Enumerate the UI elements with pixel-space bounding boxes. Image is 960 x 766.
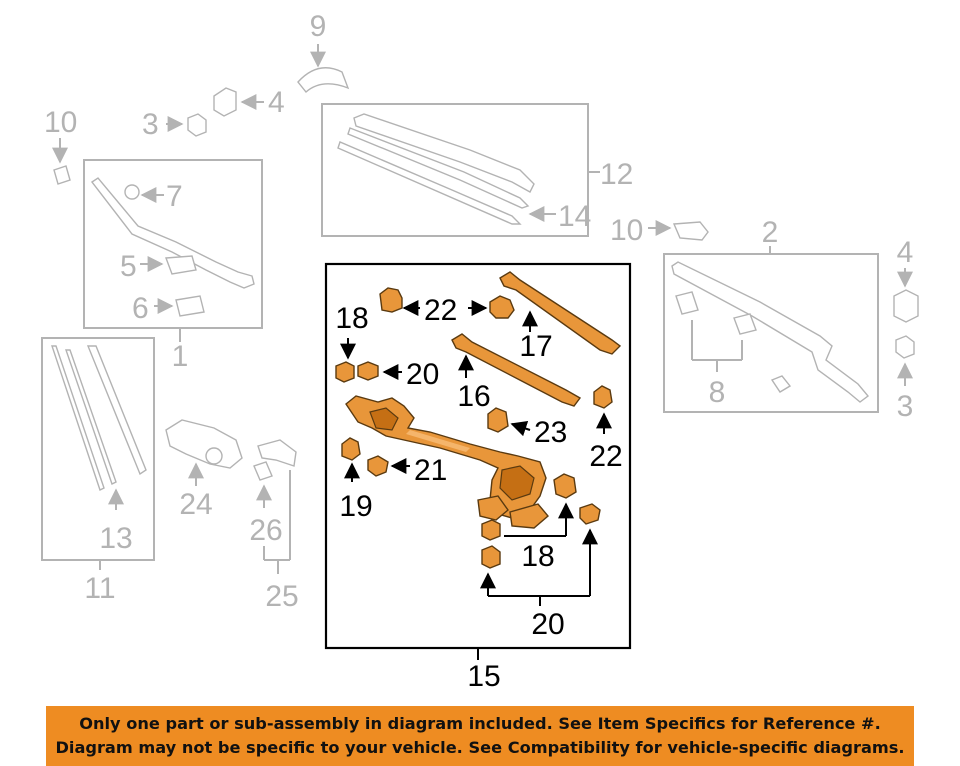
part-3-nut-left: 3 <box>142 108 207 141</box>
wiper-system-exploded-diagram: 9 4 3 10 7 5 6 1 1 <box>41 10 919 693</box>
callout-18-left: 18 <box>335 302 368 335</box>
callout-17: 17 <box>519 330 552 363</box>
part-20-grommet-left: 20 <box>357 358 439 391</box>
part-4-nut-cap-right: 4 <box>893 236 919 323</box>
part-18-bushing-left: 18 <box>335 302 369 383</box>
part-2-wiper-arm-passenger: 2 8 <box>663 216 879 413</box>
part-25-26-bracket-bushing: 26 25 <box>249 439 299 613</box>
callout-4-left: 4 <box>268 86 285 119</box>
disclaimer-banner: Only one part or sub-assembly in diagram… <box>46 706 914 766</box>
callout-9: 9 <box>310 10 327 43</box>
callout-26: 26 <box>249 514 282 547</box>
callout-14: 14 <box>558 200 591 233</box>
part-18-bushing-right: 18 <box>481 473 577 573</box>
callout-23: 23 <box>534 416 567 449</box>
callout-12: 12 <box>600 158 633 191</box>
callout-20-bottom: 20 <box>531 608 564 641</box>
part-9-cover-cap: 9 <box>297 10 350 94</box>
part-3-nut-right: 3 <box>895 335 915 423</box>
callout-3-right: 3 <box>897 390 914 423</box>
disclaimer-line-2: Diagram may not be specific to your vehi… <box>55 738 905 757</box>
callout-19: 19 <box>339 490 372 523</box>
part-10-clip-left: 10 <box>44 106 77 185</box>
callout-8: 8 <box>709 376 726 409</box>
callout-18-right: 18 <box>521 540 554 573</box>
part-22-bushing-top: 22 <box>379 287 515 327</box>
callout-24: 24 <box>179 488 212 521</box>
callout-16: 16 <box>457 380 490 413</box>
callout-22-right: 22 <box>589 440 622 473</box>
callout-10-left: 10 <box>44 106 77 139</box>
callout-13: 13 <box>99 522 132 555</box>
part-4-nut-cap-left: 4 <box>213 86 285 119</box>
part-11-blade-refill: 13 11 <box>41 337 155 605</box>
part-24-wiper-motor: 24 <box>165 419 243 521</box>
part-16-linkage-rod: 16 <box>451 333 582 413</box>
part-19-bushing: 19 <box>339 437 373 523</box>
disclaimer-line-1: Only one part or sub-assembly in diagram… <box>79 714 881 733</box>
part-20-grommet-bottom: 20 <box>480 503 601 641</box>
part-17-linkage-rod: 17 <box>499 271 622 363</box>
part-12-wiper-blade: 12 14 <box>321 103 633 237</box>
callout-4-right: 4 <box>897 236 914 269</box>
callout-20-left: 20 <box>406 358 439 391</box>
callout-6: 6 <box>132 292 149 325</box>
callout-22-top: 22 <box>424 294 457 327</box>
callout-11: 11 <box>84 572 115 605</box>
callout-7: 7 <box>166 180 183 213</box>
callout-21: 21 <box>414 454 447 487</box>
part-1-wiper-arm-assembly: 7 5 6 1 <box>83 159 263 373</box>
callout-2: 2 <box>762 216 779 249</box>
callout-10-right: 10 <box>610 214 643 247</box>
part-15-wiper-linkage-assembly: 22 17 18 20 16 22 <box>324 262 632 693</box>
callout-15: 15 <box>467 660 500 693</box>
callout-3-left: 3 <box>142 108 159 141</box>
part-15-linkage-frame <box>345 395 549 529</box>
callout-25: 25 <box>265 580 298 613</box>
part-22-bushing-right: 22 <box>589 385 623 473</box>
part-21-nut: 21 <box>367 454 447 487</box>
callout-1: 1 <box>172 340 189 373</box>
callout-5: 5 <box>120 250 137 283</box>
part-23-bushing: 23 <box>487 407 567 449</box>
part-10-clip-right: 10 <box>610 214 709 247</box>
